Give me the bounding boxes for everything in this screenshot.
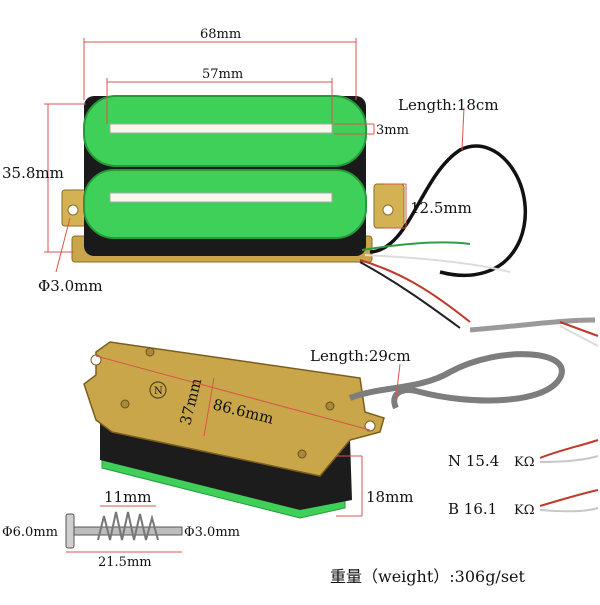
label-35-8mm: 35.8mm — [2, 164, 64, 182]
resistance-b-wire-2 — [539, 507, 599, 513]
label-length-18cm: Length:18cm — [398, 96, 499, 114]
bottom-logo-n-letter: N — [154, 386, 163, 397]
resistance-b-value: B 16.1 — [448, 500, 497, 518]
top-rail-1-blade — [109, 123, 333, 134]
screw-shaft — [73, 526, 183, 536]
weight-line: 重量（weight）:306g/set — [330, 567, 526, 586]
resistance-n-value: N 15.4 — [448, 452, 499, 470]
bottom-screw-1 — [145, 347, 155, 357]
label-21-5mm: 21.5mm — [98, 555, 152, 570]
bottom-logo-n — [149, 381, 167, 399]
top-black-lead — [369, 144, 527, 278]
top-right-ear-hole — [382, 204, 394, 216]
bottom-hole-right — [364, 420, 376, 432]
top-red-wire — [359, 259, 471, 323]
top-green-wire — [361, 241, 471, 251]
label-18mm: 18mm — [366, 488, 414, 506]
label-68mm: 68mm — [200, 27, 241, 42]
screw-dimensions — [66, 505, 182, 553]
top-left-ear-hole — [67, 204, 79, 216]
resistance-n-unit: KΩ — [514, 455, 535, 470]
top-white-wire — [364, 254, 511, 273]
bottom-screw-3 — [325, 401, 335, 411]
bottom-white-wire — [559, 325, 599, 347]
top-rail-2-blade — [109, 192, 333, 203]
label-3mm: 3mm — [376, 123, 409, 138]
resistance-b: B 16.1 KΩ — [448, 489, 599, 518]
label-11mm: 11mm — [104, 488, 152, 506]
label-phi-3mm-top: Φ3.0mm — [38, 277, 103, 295]
bottom-baseplate — [83, 341, 385, 477]
bottom-lead-split — [469, 317, 596, 333]
label-57mm: 57mm — [202, 67, 243, 82]
top-dimensions — [44, 38, 465, 273]
resistance-n-wire — [539, 439, 599, 459]
label-phi-6mm: Φ6.0mm — [2, 525, 58, 540]
resistance-n: N 15.4 KΩ — [448, 439, 599, 470]
screw-head — [65, 513, 75, 549]
label-12-5mm: 12.5mm — [410, 199, 472, 217]
mounting-screw — [65, 511, 183, 549]
resistance-b-wire — [539, 489, 599, 507]
top-pickup — [61, 95, 527, 329]
bottom-hole-left — [90, 354, 102, 366]
resistance-n-wire-2 — [539, 455, 599, 463]
bottom-screw-4 — [297, 449, 307, 459]
label-length-29cm: Length:29cm — [310, 347, 411, 365]
screw-spring — [97, 511, 159, 541]
bottom-pickup: N — [83, 317, 599, 519]
label-phi-3mm-screw: Φ3.0mm — [184, 525, 240, 540]
bottom-screw-2 — [120, 399, 130, 409]
top-black-wire-2 — [359, 261, 461, 329]
resistance-b-unit: KΩ — [514, 503, 535, 518]
bottom-dimensions — [95, 355, 401, 517]
top-rail-2 — [83, 169, 367, 239]
bottom-gray-lead — [348, 351, 565, 410]
bottom-red-wire — [559, 321, 599, 337]
